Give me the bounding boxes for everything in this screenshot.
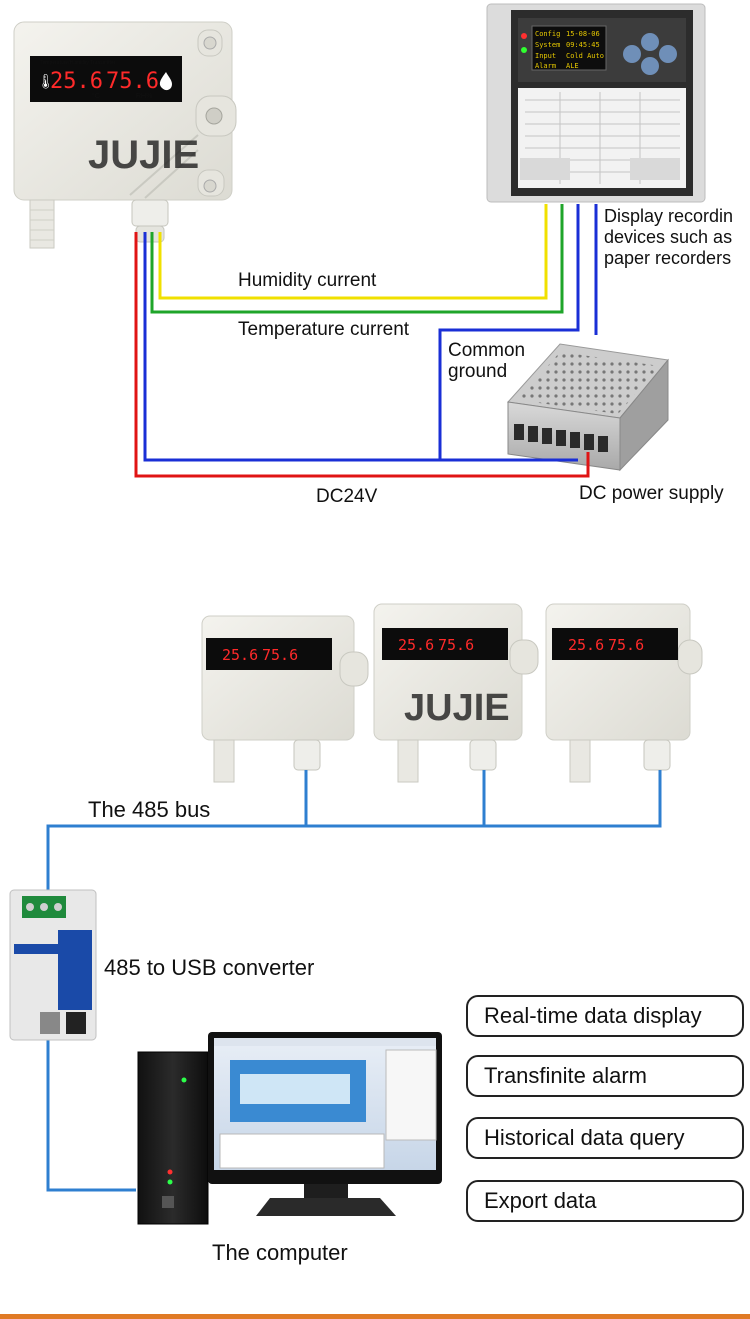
bus-2-hum: 75.6 xyxy=(438,636,474,654)
bus-2-temp: 25.6 xyxy=(398,636,434,654)
signal-wire-recorder-1 xyxy=(438,204,580,460)
label-485-bus: The 485 bus xyxy=(88,797,210,822)
label-display-recording-1: Display recordin xyxy=(604,206,733,226)
feature-transfinite-alarm: Transfinite alarm xyxy=(466,1055,744,1097)
feature-realtime-display: Real-time data display xyxy=(466,995,744,1037)
recorder-value-1: 15-08-06 xyxy=(566,30,600,38)
temperature-wire xyxy=(150,204,564,314)
label-485-usb-converter: 485 to USB converter xyxy=(104,955,314,980)
dc-power-supply-unit xyxy=(507,343,669,472)
recorder-right-button xyxy=(659,45,677,63)
recorder-line-3: Input xyxy=(535,52,556,60)
usb-converter-device xyxy=(9,889,97,1041)
feature-historical-query: Historical data query xyxy=(466,1117,744,1159)
recorder-up-button xyxy=(641,33,659,51)
label-display-recording-2: devices such as xyxy=(604,227,732,247)
recorder-value-2: 09:45:45 xyxy=(566,41,600,49)
bus-3-hum: 75.6 xyxy=(608,636,644,654)
feature-export-data: Export data xyxy=(466,1180,744,1222)
bus-1-temp: 25.6 xyxy=(222,646,258,664)
ground-wire xyxy=(143,232,578,462)
humidity-wire xyxy=(158,204,548,300)
temperature-display: 25.6 xyxy=(50,69,103,94)
label-humidity-current: Humidity current xyxy=(238,270,377,291)
humidity-display: 75.6 xyxy=(106,69,159,94)
humidity-unit: RH% xyxy=(136,93,152,100)
bus-3-temp: 25.6 xyxy=(568,636,604,654)
paper-recorder: Config System Input Alarm 15-08-06 09:45… xyxy=(486,3,706,203)
label-common-ground-2: ground xyxy=(448,361,507,382)
recorder-left-button xyxy=(623,45,641,63)
brand-watermark: JUJIE xyxy=(88,133,199,177)
recorder-value-4: ALE xyxy=(566,62,579,70)
label-dc24v: DC24V xyxy=(316,486,378,507)
transmitter-bus-2: 25.6 75.6 xyxy=(373,603,539,783)
transmitter-top: Temperature/Humidity Transmitter 🌡 25.6 … xyxy=(13,21,237,249)
transmitter-icon: 🌡 xyxy=(37,73,55,89)
rs485-bus-wires xyxy=(46,770,662,1192)
bottom-accent-bar xyxy=(0,1314,750,1319)
label-the-computer: The computer xyxy=(212,1240,348,1265)
transmitter-model-text: Temperature/Humidity Transmitter xyxy=(40,60,116,66)
transmitter-bus-1: 25.6 75.6 xyxy=(201,615,369,783)
computer-system xyxy=(137,1032,442,1225)
power-wire xyxy=(134,232,590,478)
transmitter-bus-3: 25.6 75.6 xyxy=(545,603,703,783)
label-temperature-current: Temperature current xyxy=(238,319,410,340)
windows-logo-icon xyxy=(162,1196,174,1208)
recorder-line-2: System xyxy=(535,41,560,49)
brand-watermark-2: JUJIE xyxy=(404,687,510,729)
recorder-line-1: Config xyxy=(535,30,560,38)
droplet-icon xyxy=(159,72,172,91)
label-common-ground-1: Common xyxy=(448,340,525,361)
temperature-unit: °C xyxy=(92,92,100,100)
recorder-down-button xyxy=(641,57,659,75)
bus-1-hum: 75.6 xyxy=(262,646,298,664)
recorder-line-4: Alarm xyxy=(535,62,556,70)
recorder-value-3: Cold Auto xyxy=(566,52,604,60)
label-dc-power-supply: DC power supply xyxy=(579,483,724,504)
wires-diagram-1 xyxy=(134,204,598,478)
label-display-recording-3: paper recorders xyxy=(604,248,731,268)
